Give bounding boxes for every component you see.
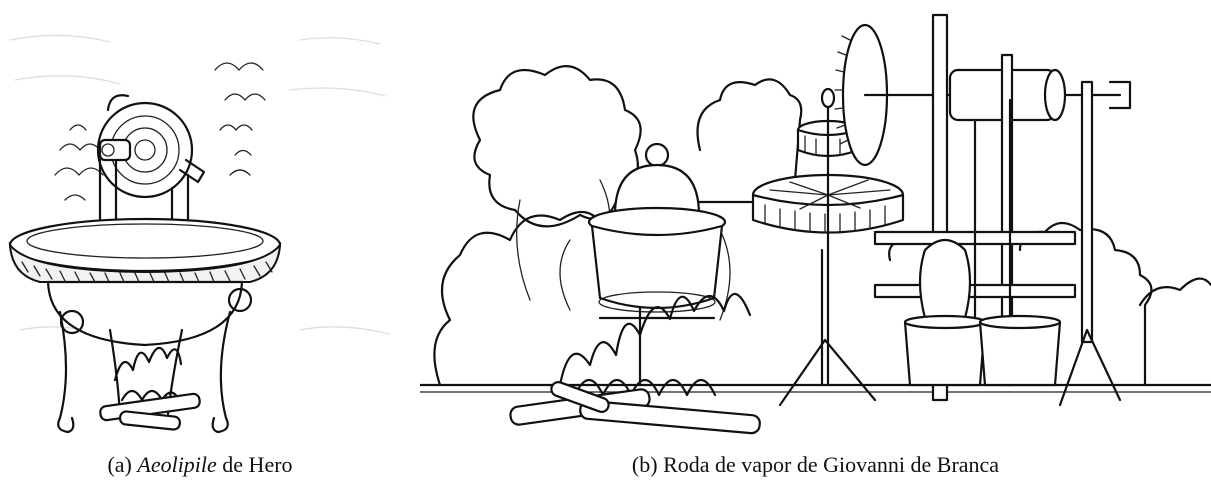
sphere [96, 101, 194, 199]
caption-a-italic-title: Aeolipile [137, 452, 217, 477]
caption-b-label: (b) [631, 452, 658, 477]
caption-a-rest: de Hero [216, 452, 293, 477]
fire-icon [113, 346, 183, 404]
caption-b-title: Roda de vapor de Giovanni de Branca [663, 452, 1000, 477]
branca-illustration [420, 13, 1211, 435]
caption-b: (b) Roda de vapor de Giovanni de Branca [420, 452, 1211, 478]
caption-a: (a) Aeolipile de Hero [0, 452, 400, 478]
steam-puffs-icon [54, 62, 266, 201]
figure-branca-steam-wheel: (b) Roda de vapor de Giovanni de Branca [420, 0, 1211, 493]
boiler [587, 142, 727, 320]
figure-aeolipile: (a) Aeolipile de Hero [0, 0, 400, 493]
paddle-wheel [751, 87, 905, 252]
aeolipile-illustration [8, 34, 391, 434]
fire-icon [558, 292, 752, 397]
caption-a-label: (a) [107, 452, 132, 477]
mortar-pots [903, 238, 1062, 387]
